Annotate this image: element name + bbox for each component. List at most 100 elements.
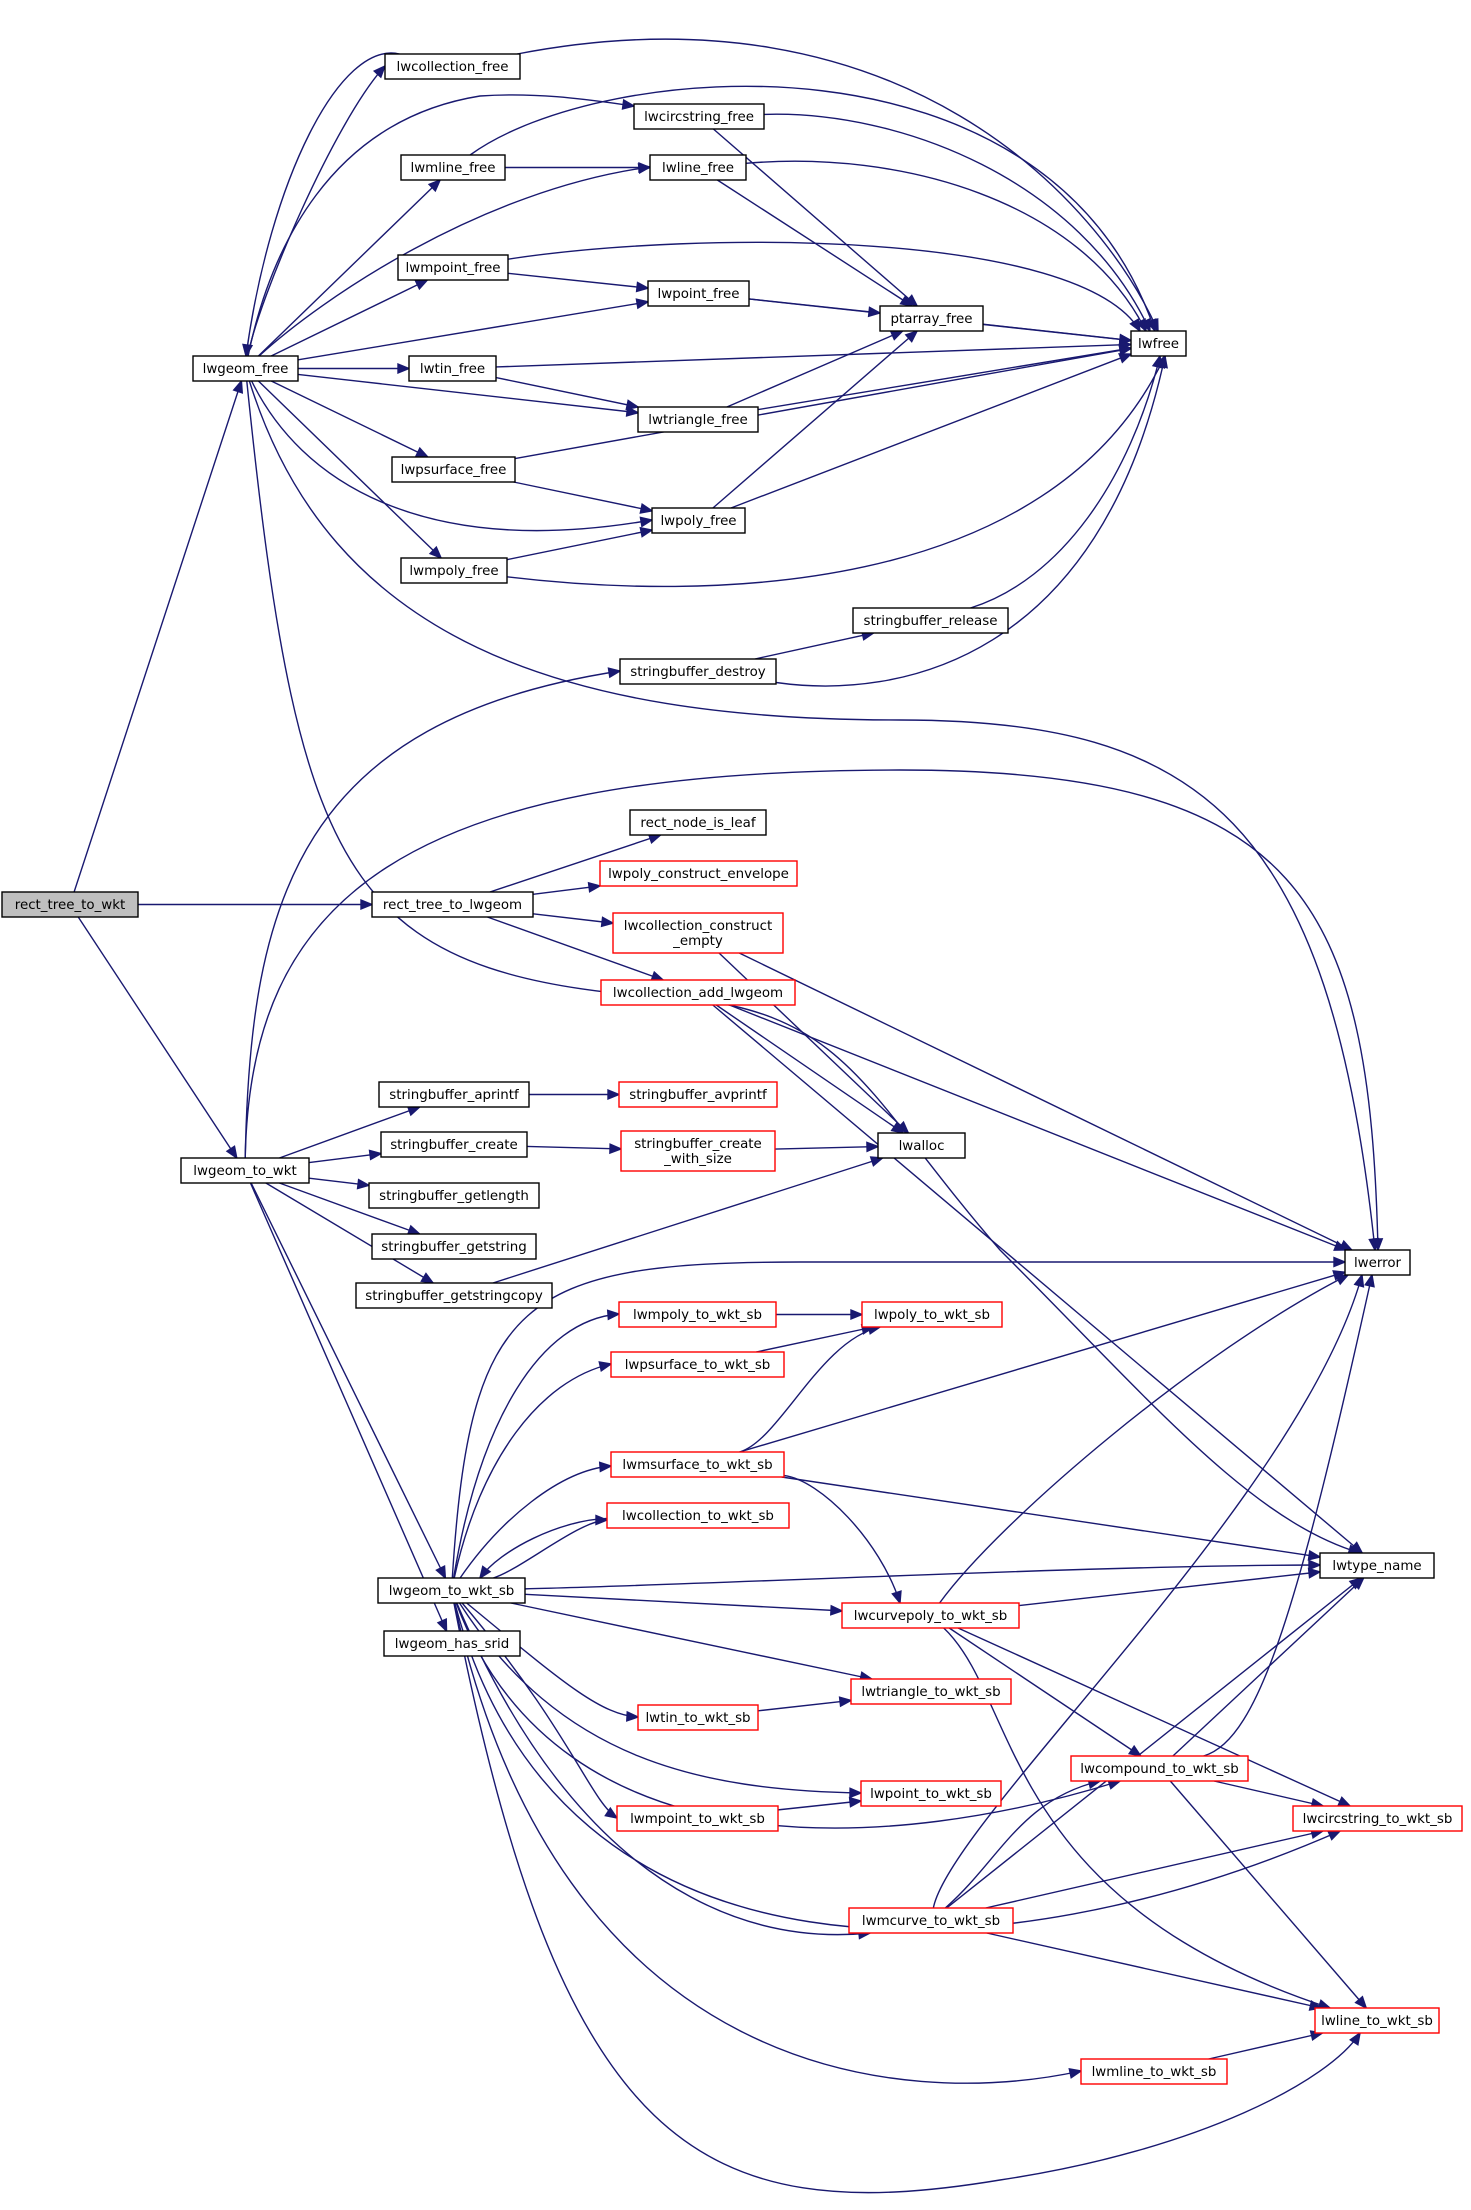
edge-line	[492, 1157, 883, 1284]
node-lwpoly-construct-envelope[interactable]: lwpoly_construct_envelope	[599, 860, 798, 887]
edge-arrowhead	[1364, 1273, 1375, 1288]
edge-line	[297, 373, 639, 414]
edge-line	[489, 834, 661, 893]
node-rect-node-is-leaf[interactable]: rect_node_is_leaf	[629, 809, 767, 836]
node-lwgeom-to-wkt[interactable]: lwgeom_to_wkt	[180, 1157, 310, 1184]
edge-line	[755, 1326, 874, 1353]
edge-arrowhead	[1335, 1274, 1350, 1286]
edge-line	[726, 330, 903, 408]
node-lwtriangle-free[interactable]: lwtriangle_free	[637, 406, 759, 433]
node-lwtype-name[interactable]: lwtype_name	[1319, 1552, 1435, 1579]
node-stringbuffer-create-with-size[interactable]: stringbuffer_create_with_size	[620, 1130, 776, 1172]
edge-arrowhead	[1146, 318, 1157, 333]
node-lwcurvepoly-to-wkt-sb[interactable]: lwcurvepoly_to_wkt_sb	[841, 1602, 1020, 1629]
edge-stringbuffer-release-to-lwfree	[970, 354, 1163, 609]
node-box	[610, 1451, 785, 1478]
edge-lwcollection-add-lwgeom-to-lwalloc	[715, 1004, 905, 1135]
edge-lwcompound-to-wkt-sb-to-lwerror	[1203, 1273, 1375, 1757]
node-lwerror[interactable]: lwerror	[1344, 1249, 1411, 1276]
edge-lwmcurve-to-wkt-sb-to-lwtype-name	[946, 1576, 1363, 1909]
node-rect-tree-to-wkt[interactable]: rect_tree_to_wkt	[1, 891, 139, 918]
edge-line	[524, 1564, 1321, 1590]
node-lwmline-to-wkt-sb[interactable]: lwmline_to_wkt_sb	[1080, 2058, 1228, 2085]
node-lwline-to-wkt-sb[interactable]: lwline_to_wkt_sb	[1314, 2007, 1440, 2034]
node-stringbuffer-aprintf[interactable]: stringbuffer_aprintf	[378, 1081, 530, 1108]
node-stringbuffer-getstringcopy[interactable]: stringbuffer_getstringcopy	[355, 1282, 553, 1309]
node-stringbuffer-destroy[interactable]: stringbuffer_destroy	[619, 658, 777, 685]
edge-lwmsurface-to-wkt-sb-to-lwerror	[739, 1270, 1347, 1453]
edge-lwmsurface-to-wkt-sb-to-lwpoly-to-wkt-sb	[739, 1324, 882, 1453]
node-label: lwalloc	[899, 1139, 945, 1154]
node-lwcollection-to-wkt-sb[interactable]: lwcollection_to_wkt_sb	[606, 1502, 790, 1529]
node-box	[848, 1907, 1014, 1934]
edge-stringbuffer-destroy-to-lwfree	[775, 354, 1168, 687]
node-box	[1130, 330, 1187, 357]
node-lwcollection-construct-empty[interactable]: lwcollection_construct_empty	[612, 912, 784, 954]
node-lwmline-free[interactable]: lwmline_free	[400, 154, 506, 181]
node-lwmpoly-to-wkt-sb[interactable]: lwmpoly_to_wkt_sb	[618, 1301, 777, 1328]
edge-lwcollection-add-lwgeom-to-lwerror	[729, 1004, 1348, 1251]
node-box	[633, 103, 765, 130]
edge-line	[244, 769, 1379, 1251]
node-lwpoint-to-wkt-sb[interactable]: lwpoint_to_wkt_sb	[860, 1780, 1002, 1807]
node-lwpoly-free[interactable]: lwpoly_free	[651, 507, 746, 534]
node-label: lwcollection_to_wkt_sb	[622, 1509, 774, 1524]
node-lwpsurface-free[interactable]: lwpsurface_free	[391, 456, 516, 483]
node-lwmpoint-to-wkt-sb[interactable]: lwmpoint_to_wkt_sb	[616, 1805, 779, 1832]
edge-line	[506, 355, 1166, 588]
edge-line	[1203, 1274, 1373, 1757]
node-label: lwpsurface_to_wkt_sb	[625, 1358, 771, 1373]
edge-line	[1169, 1780, 1367, 2009]
edge-line	[957, 1627, 1351, 1807]
node-stringbuffer-getstring[interactable]: stringbuffer_getstring	[371, 1233, 537, 1260]
edge-lwtin-free-to-lwtriangle-free	[495, 376, 640, 411]
node-lwmcurve-to-wkt-sb[interactable]: lwmcurve_to_wkt_sb	[848, 1907, 1014, 1934]
edge-line	[248, 380, 1376, 1251]
node-lwalloc[interactable]: lwalloc	[877, 1132, 966, 1159]
edge-line	[510, 1602, 872, 1680]
node-stringbuffer-release[interactable]: stringbuffer_release	[852, 607, 1009, 634]
edge-lwgeom-to-wkt-to-stringbuffer-getlength	[308, 1177, 371, 1190]
edge-line	[738, 952, 1353, 1251]
edge-line	[487, 916, 664, 981]
edge-lwtriangle-free-to-ptarray-free	[726, 330, 905, 408]
edge-arrowhead	[626, 1710, 640, 1722]
node-box	[380, 1131, 528, 1158]
node-stringbuffer-getlength[interactable]: stringbuffer_getlength	[368, 1182, 540, 1209]
edge-arrowhead	[1327, 1830, 1342, 1841]
edge-line	[245, 52, 400, 357]
node-lwcompound-to-wkt-sb[interactable]: lwcompound_to_wkt_sb	[1070, 1755, 1249, 1782]
node-lwpoint-free[interactable]: lwpoint_free	[647, 280, 750, 307]
node-lwtin-free[interactable]: lwtin_free	[408, 355, 497, 382]
node-lwcollection-free[interactable]: lwcollection_free	[384, 53, 521, 80]
edge-rect-tree-to-wkt-to-rect-tree-to-lwgeom	[138, 898, 374, 911]
edge-lwcompound-to-wkt-sb-to-lwtype-name	[1172, 1576, 1365, 1757]
node-lwgeom-to-wkt-sb[interactable]: lwgeom_to_wkt_sb	[377, 1577, 526, 1604]
edge-arrowhead	[1333, 1240, 1348, 1251]
node-label: ptarray_free	[891, 312, 973, 327]
node-lwpsurface-to-wkt-sb[interactable]: lwpsurface_to_wkt_sb	[610, 1351, 785, 1378]
edge-lwgeom-free-to-lwpsurface-free	[270, 380, 430, 458]
edge-arrowhead	[436, 1618, 448, 1633]
node-lwgeom-has-srid[interactable]: lwgeom_has_srid	[383, 1630, 521, 1657]
node-lwgeom-free[interactable]: lwgeom_free	[192, 355, 299, 382]
node-lwmpoint-free[interactable]: lwmpoint_free	[397, 254, 509, 281]
node-label: lwgeom_to_wkt	[193, 1164, 296, 1179]
node-lwfree[interactable]: lwfree	[1130, 330, 1187, 357]
node-ptarray-free[interactable]: ptarray_free	[879, 305, 984, 332]
node-lwmpoly-free[interactable]: lwmpoly_free	[400, 557, 508, 584]
node-lwcircstring-free[interactable]: lwcircstring_free	[633, 103, 765, 130]
node-lwcircstring-to-wkt-sb[interactable]: lwcircstring_to_wkt_sb	[1292, 1805, 1463, 1832]
node-stringbuffer-avprintf[interactable]: stringbuffer_avprintf	[618, 1081, 778, 1108]
node-lwtin-to-wkt-sb[interactable]: lwtin_to_wkt_sb	[637, 1704, 759, 1731]
node-lwline-free[interactable]: lwline_free	[649, 154, 747, 181]
node-label: lwgeom_free	[203, 362, 289, 377]
edge-arrowhead	[1118, 353, 1133, 364]
node-lwpoly-to-wkt-sb[interactable]: lwpoly_to_wkt_sb	[861, 1301, 1003, 1328]
node-lwmsurface-to-wkt-sb[interactable]: lwmsurface_to_wkt_sb	[610, 1451, 785, 1478]
node-stringbuffer-create[interactable]: stringbuffer_create	[380, 1131, 528, 1158]
node-rect-tree-to-lwgeom[interactable]: rect_tree_to_lwgeom	[371, 891, 534, 918]
node-lwcollection-add-lwgeom[interactable]: lwcollection_add_lwgeom	[600, 979, 796, 1006]
node-lwtriangle-to-wkt-sb[interactable]: lwtriangle_to_wkt_sb	[850, 1678, 1012, 1705]
node-label: lwmpoly_free	[409, 564, 498, 579]
